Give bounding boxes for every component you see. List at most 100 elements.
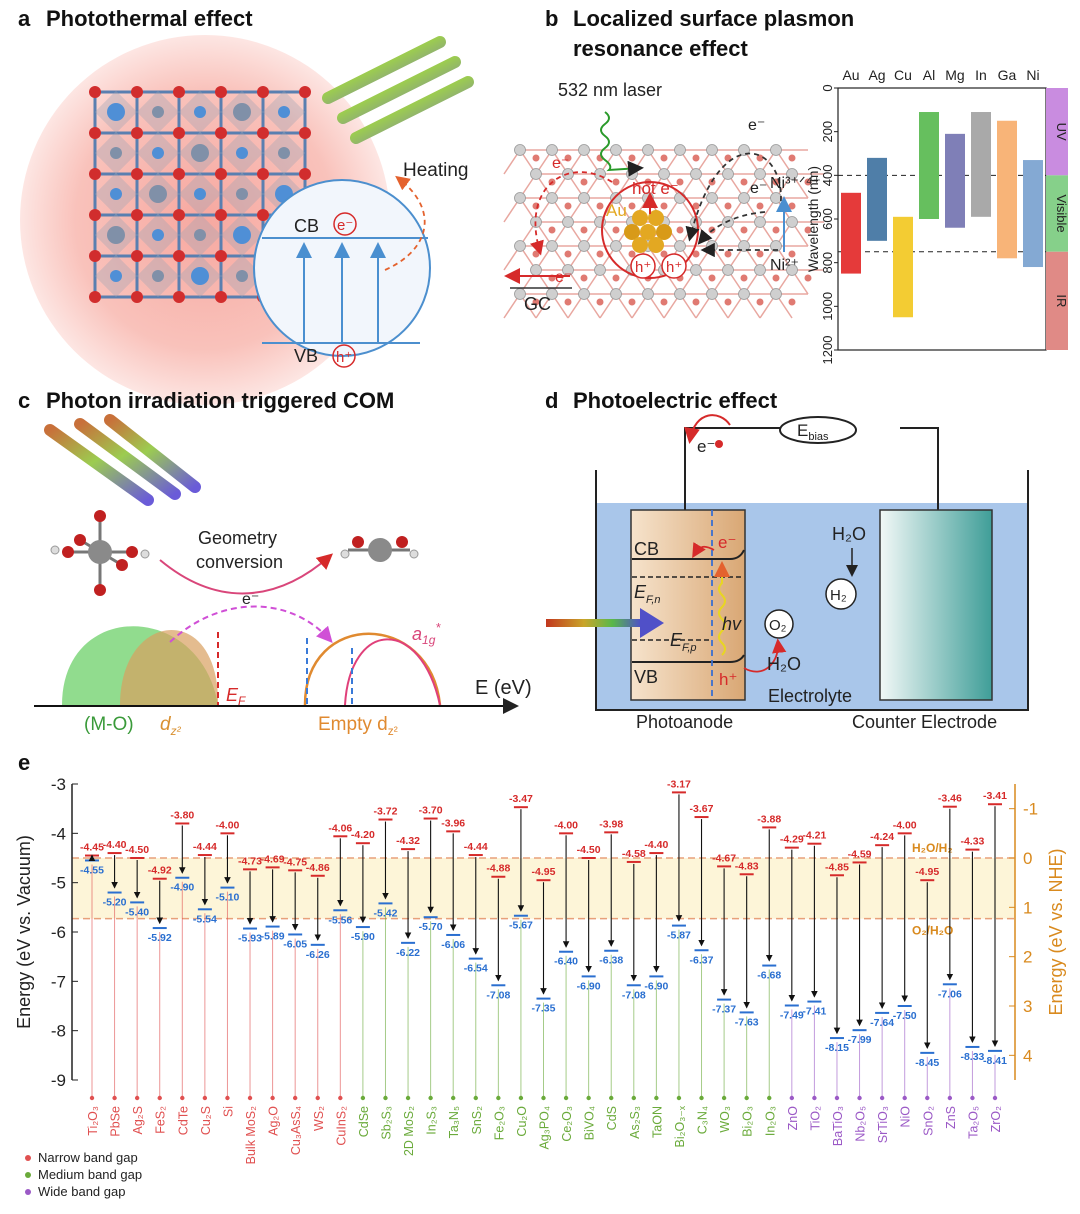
metal-label-ga: Ga xyxy=(998,67,1017,83)
mat-16-dot xyxy=(451,1095,456,1101)
ytick-left-label--4: -4 xyxy=(51,824,66,843)
e-label-d2: e⁻ xyxy=(718,533,736,552)
mat-14-dot xyxy=(405,1095,411,1101)
mat-33-name: BaTiO₃ xyxy=(831,1106,845,1146)
panel-c-title: Photon irradiation triggered COM xyxy=(46,388,394,413)
mat-38-vb-label: -7.06 xyxy=(938,988,962,1000)
plasmon-ytick-label-1200: 1200 xyxy=(820,336,835,365)
mat-16-vb-label: -6.06 xyxy=(441,939,465,951)
mat-29-name: Bi₂O₃ xyxy=(741,1106,755,1137)
mat-23-vb-label: -6.38 xyxy=(599,955,623,967)
panel-a-letter: a xyxy=(18,6,31,31)
mat-25-name: TaON xyxy=(650,1106,664,1138)
mat-25-vb-label: -6.90 xyxy=(644,980,668,992)
h2-redox-label: H₂O/H₂ xyxy=(912,841,953,855)
mat-10-dot xyxy=(315,1095,320,1101)
mat-37-dot xyxy=(925,1095,930,1101)
vb-label-a: VB xyxy=(294,346,318,366)
mat-31-cb-label: -4.29 xyxy=(780,834,804,846)
ytick-left-label--9: -9 xyxy=(51,1071,66,1090)
legend-dot-2 xyxy=(25,1189,31,1195)
mat-17-name: SnS₂ xyxy=(470,1106,484,1135)
mat-4-vb-label: -4.90 xyxy=(170,882,194,894)
dz2-label: dz² xyxy=(160,714,182,738)
mat-32-cb-label: -4.21 xyxy=(802,830,826,842)
mat-6-cb-label: -4.00 xyxy=(215,819,239,831)
panel-d: d Photoelectric effect Ebias e⁻ CB VB EF… xyxy=(545,388,1029,732)
electrolyte-label: Electrolyte xyxy=(768,686,852,706)
plasmon-ylabel: Wavelength (nm) xyxy=(805,166,821,272)
plasmon-ytick-label-400: 400 xyxy=(820,164,835,186)
mat-0-vb-label: -4.55 xyxy=(80,864,104,876)
legend-label-2: Wide band gap xyxy=(38,1184,125,1199)
metal-label-ni: Ni xyxy=(1026,67,1039,83)
mat-1-name: PbSe xyxy=(109,1106,123,1137)
mat-5-dot xyxy=(202,1095,208,1101)
mat-8-cb-label: -4.69 xyxy=(261,853,285,865)
ylabel-left: Energy (eV vs. Vacuum) xyxy=(14,835,34,1029)
mat-3-dot xyxy=(157,1095,162,1101)
mat-17-cb-label: -4.44 xyxy=(464,841,488,853)
mat-32-dot xyxy=(812,1095,817,1101)
mat-31-vb-label: -7.49 xyxy=(780,1010,804,1022)
band-strip-visible xyxy=(1046,175,1068,252)
mat-34-dot xyxy=(857,1095,862,1101)
mat-23-cb-label: -3.98 xyxy=(599,818,623,830)
mat-22-name: BiVO₄ xyxy=(583,1106,597,1140)
mat-24-vb-label: -7.08 xyxy=(622,989,646,1001)
mat-8-dot xyxy=(270,1095,275,1101)
mat-8-vb-label: -5.89 xyxy=(261,931,285,943)
panel-b-letter: b xyxy=(545,6,558,31)
mat-27-dot xyxy=(699,1095,704,1101)
mat-7-cb-label: -4.73 xyxy=(238,855,262,867)
plasmon-ytick-label-600: 600 xyxy=(820,208,835,230)
band-strip-uv xyxy=(1046,88,1068,176)
mat-20-cb-label: -4.95 xyxy=(532,866,556,878)
photoanode xyxy=(630,509,746,701)
mat-35-name: SrTiO₃ xyxy=(876,1106,890,1143)
plasmon-ytick-label-200: 200 xyxy=(820,121,835,143)
mat-29-cb-label: -4.83 xyxy=(735,860,759,872)
o2-bubble xyxy=(764,609,794,639)
mat-28-dot xyxy=(721,1095,727,1101)
panel-b: b Localized surface plasmon resonance ef… xyxy=(503,6,1069,365)
mat-21-vb-label: -6.40 xyxy=(554,956,578,968)
mat-20-name: Ag₃PO₄ xyxy=(538,1106,552,1150)
mat-10-vb-label: -6.26 xyxy=(306,949,330,961)
mat-11-dot xyxy=(338,1095,343,1101)
panel-d-title: Photoelectric effect xyxy=(573,388,778,413)
mat-24-name: As₂S₃ xyxy=(628,1106,642,1139)
mat-28-vb-label: -7.37 xyxy=(712,1004,736,1016)
hv-label: hv xyxy=(722,614,742,634)
mat-39-cb-label: -4.33 xyxy=(960,836,984,848)
mat-33-cb-label: -4.85 xyxy=(825,861,849,873)
mat-26-vb-label: -5.87 xyxy=(667,930,691,942)
mat-34-cb-label: -4.59 xyxy=(848,848,872,860)
mat-5-cb-label: -4.44 xyxy=(193,841,217,853)
mat-37-name: SnO₂ xyxy=(921,1106,935,1136)
mat-36-vb-label: -7.50 xyxy=(893,1010,917,1022)
mat-34-name: Nb₂O₅ xyxy=(854,1106,868,1142)
legend-label-0: Narrow band gap xyxy=(38,1150,138,1165)
mat-35-dot xyxy=(879,1095,885,1101)
mat-40-vb-label: -8.41 xyxy=(983,1055,1007,1067)
mat-15-name: In₂S₃ xyxy=(425,1106,439,1135)
band-label-visible: Visible xyxy=(1054,195,1069,233)
mat-2-name: Ag₂S xyxy=(131,1106,145,1134)
mat-11-cb-label: -4.06 xyxy=(328,822,352,834)
cell-vessel xyxy=(595,470,1029,711)
mat-39-name: Ta₂O₅ xyxy=(966,1106,980,1139)
mat-19-dot xyxy=(518,1095,524,1101)
mat-9-cb-label: -4.75 xyxy=(283,856,307,868)
mat-19-cb-label: -3.47 xyxy=(509,793,533,805)
mat-26-name: Bi₂O₃₋ₓ xyxy=(673,1105,687,1147)
mat-3-vb-label: -5.92 xyxy=(148,932,172,944)
ytick-right-label-3: 3 xyxy=(1023,997,1032,1016)
mat-5-name: Cu₂S xyxy=(199,1106,213,1135)
cb-label-a: CB xyxy=(294,216,319,236)
incident-light-d xyxy=(546,619,641,627)
mat-35-vb-label: -7.64 xyxy=(870,1017,894,1029)
plasmon-bar-mg xyxy=(945,133,965,228)
metal-label-cu: Cu xyxy=(894,67,912,83)
mat-36-dot xyxy=(902,1095,907,1101)
